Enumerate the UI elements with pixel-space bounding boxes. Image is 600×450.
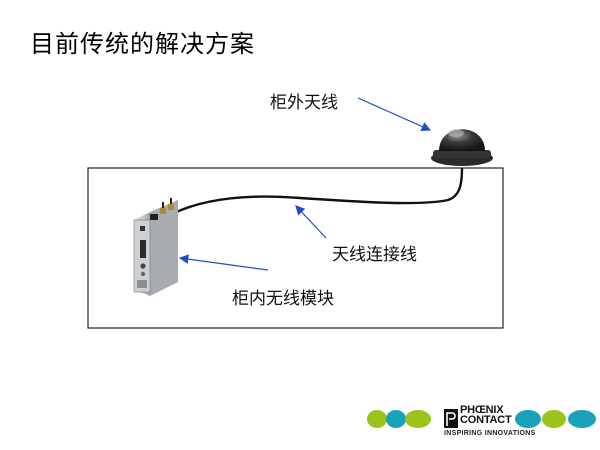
- label-outdoor-antenna: 柜外天线: [270, 93, 338, 113]
- footer-dots: [367, 410, 596, 428]
- wireless-module-icon: [133, 198, 178, 296]
- antenna-cable: [171, 167, 464, 216]
- arrow-to-module: [178, 254, 269, 271]
- page-title: 目前传统的解决方案: [30, 30, 255, 58]
- arrow-to-antenna: [357, 97, 432, 131]
- brand-tagline: INSPIRING INNOVATIONS: [444, 430, 536, 437]
- brand-name-line2: CONTACT: [460, 414, 512, 426]
- phoenix-contact-logo-icon: [444, 409, 458, 428]
- brand-name: PHŒNIX CONTACT: [460, 404, 512, 426]
- brand-name-line1: PHŒNIX: [460, 404, 504, 416]
- cabinet-outline: [87, 167, 504, 329]
- label-antenna-cable: 天线连接线: [332, 245, 417, 265]
- label-wireless-module: 柜内无线模块: [232, 289, 334, 309]
- arrow-to-cable: [295, 205, 327, 239]
- outdoor-antenna-icon: [431, 129, 493, 166]
